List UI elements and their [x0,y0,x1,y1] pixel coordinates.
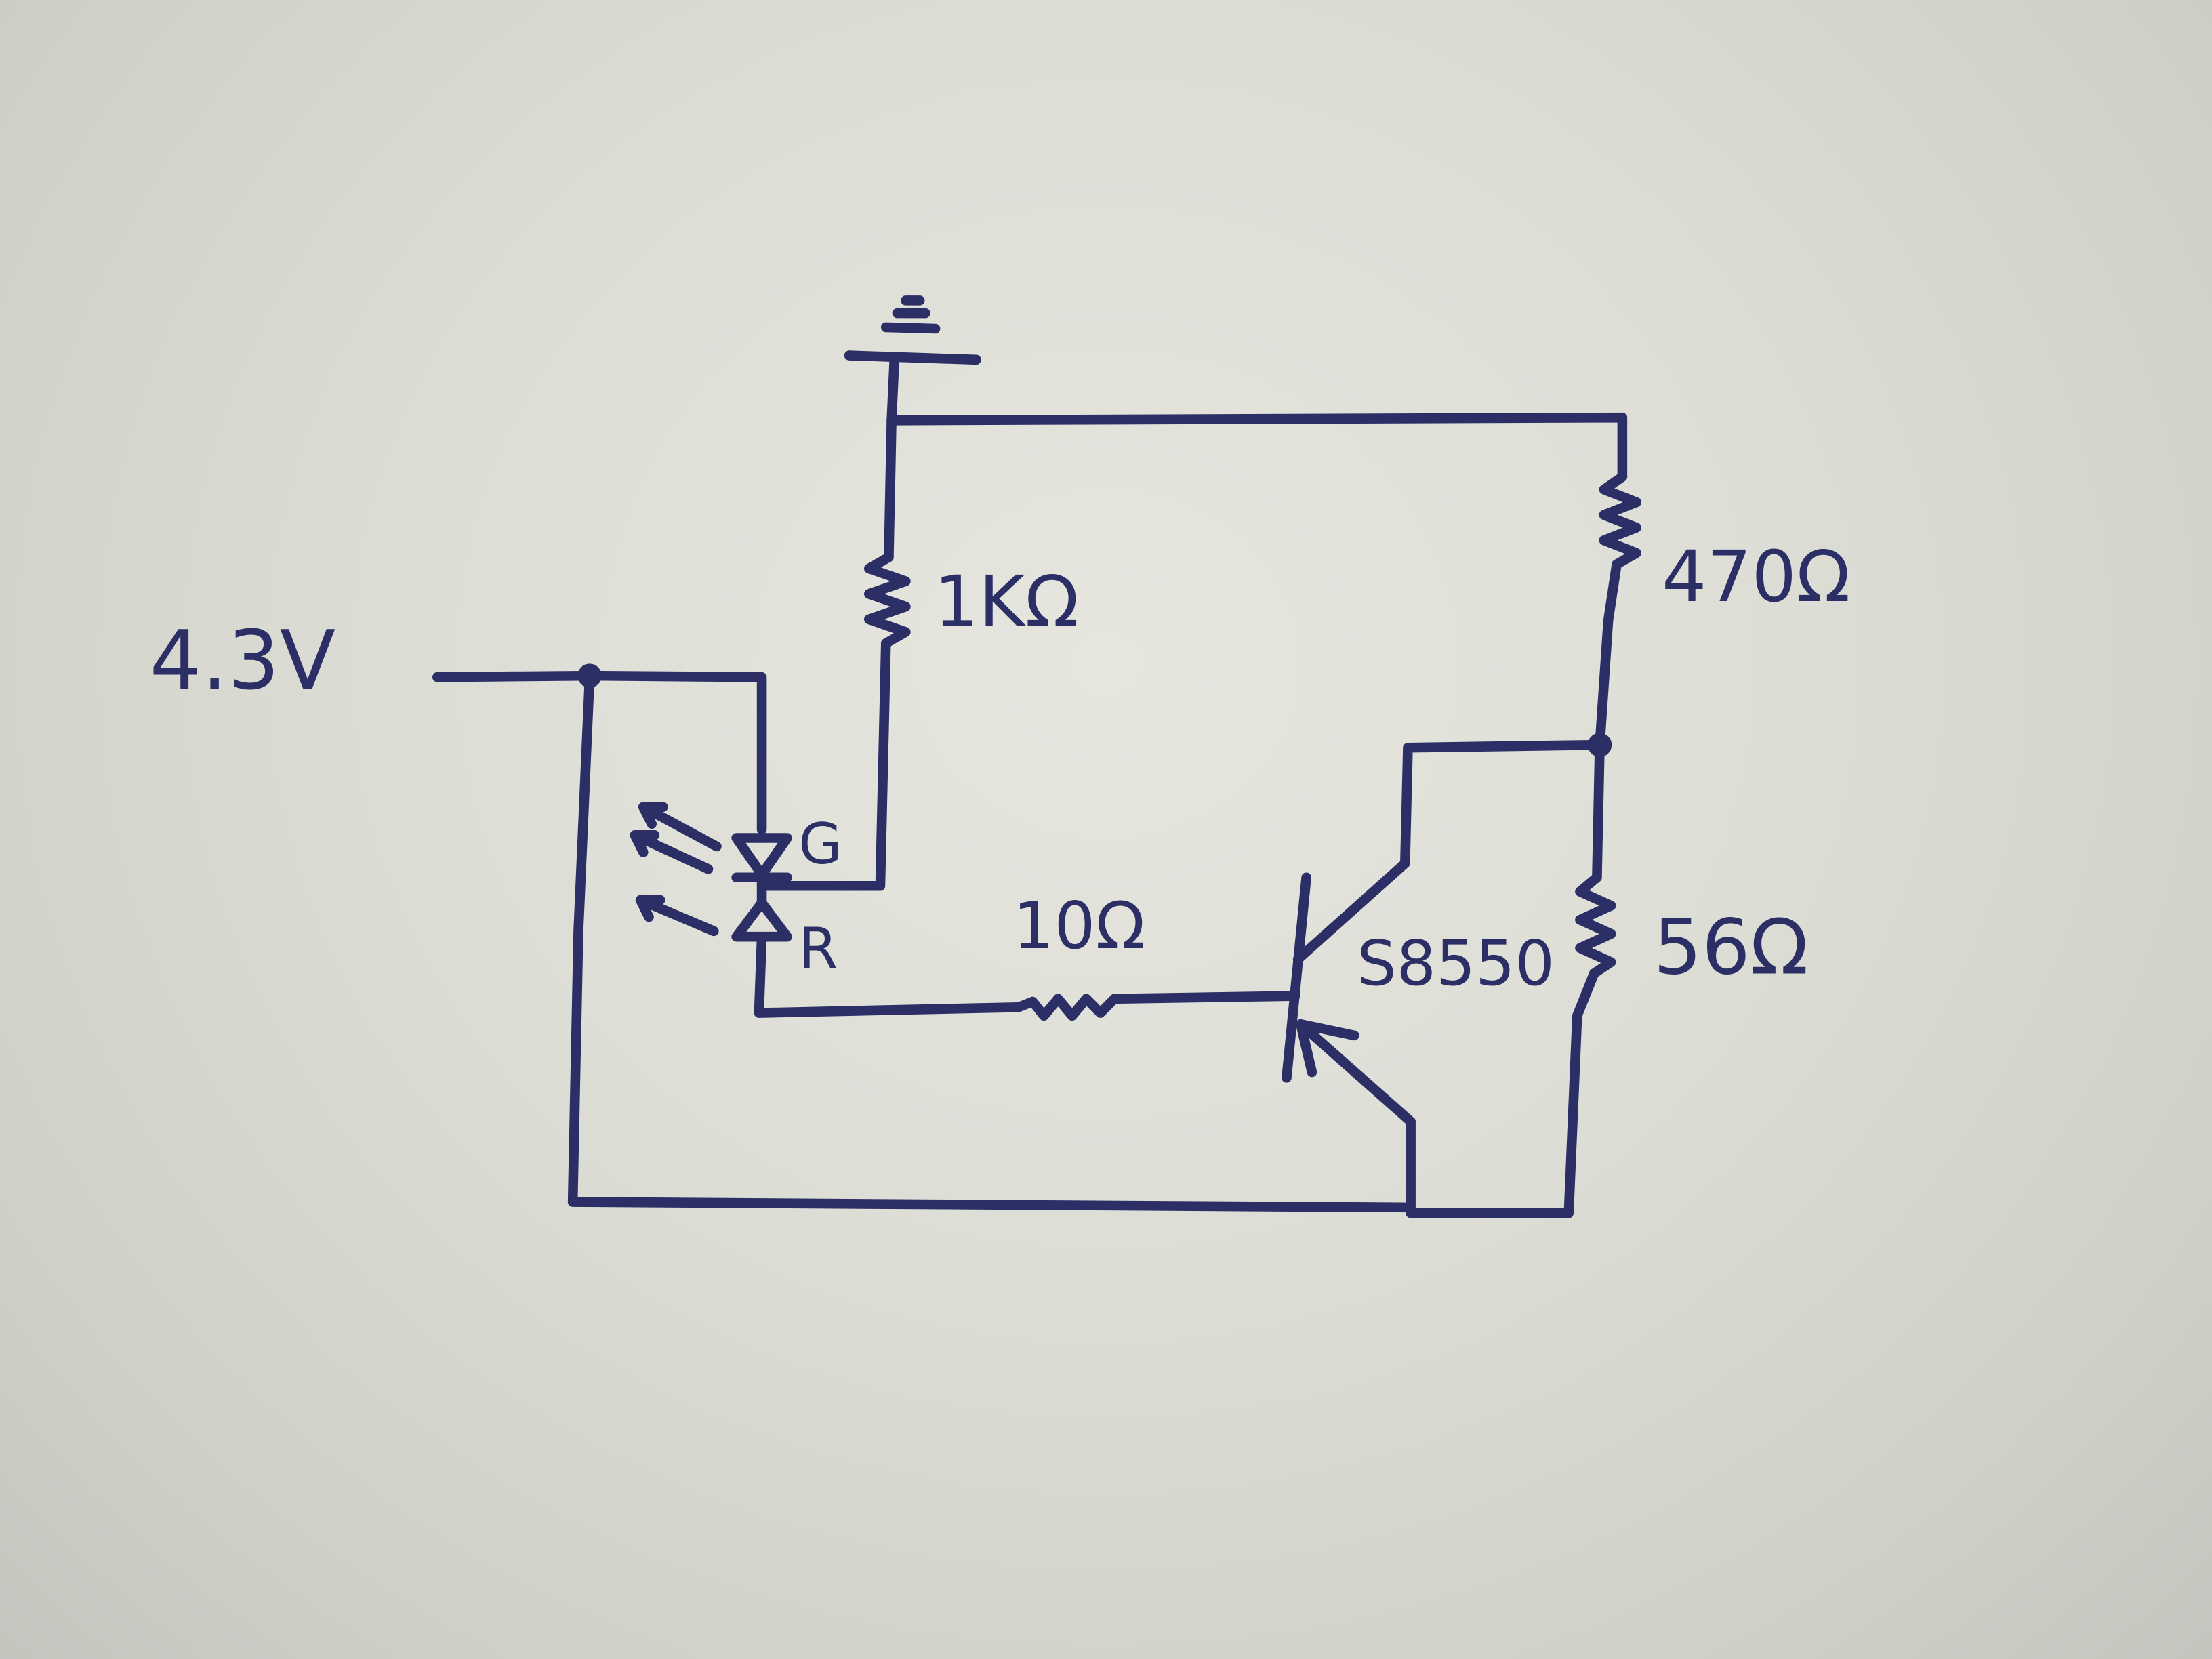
label-supply-voltage: 4.3V [150,613,336,708]
wire-node-to-56 [1592,739,1605,883]
resistor-56 [1575,872,1616,979]
wire-1k-to-led [756,638,891,891]
label-led-green: G [798,811,842,877]
junction-right [1587,733,1612,757]
schematic-ink [432,295,1641,1218]
ground-symbol [844,295,981,365]
label-r-gate: 1KΩ [934,560,1079,643]
transistor-collector-lead [1292,858,1410,964]
wire-10-to-base [1109,991,1300,1004]
transistor-base-bar [1282,872,1311,1083]
label-r-base: 10Ω [1013,888,1145,964]
wire-56-to-bottom [1406,968,1599,1218]
resistor-10 [1013,994,1120,1021]
label-transistor: S8550 [1357,927,1555,1000]
label-r-bottom: 56Ω [1654,903,1809,991]
junction-supply [577,663,602,688]
label-r-top: 470Ω [1662,535,1850,618]
wire-supply [432,670,767,835]
wire-top-rail [886,412,1628,482]
led-red-diode [731,897,792,942]
wire-led-to-10 [754,931,1024,1018]
pnp-transistor [1282,858,1416,1127]
wire-node-to-collector [1400,739,1605,869]
wire-470-to-node [1595,559,1622,750]
label-led-red: R [798,916,838,981]
led-light-arrows [630,802,722,937]
wire-ground-to-1k [884,354,900,562]
transistor-emitter-arrow [1295,1019,1359,1078]
resistor-1k [864,552,911,649]
wire-left-rail [567,670,1416,1213]
resistor-470 [1599,472,1641,569]
led-green-diode [731,833,792,883]
transistor-emitter-lead [1295,1019,1416,1127]
